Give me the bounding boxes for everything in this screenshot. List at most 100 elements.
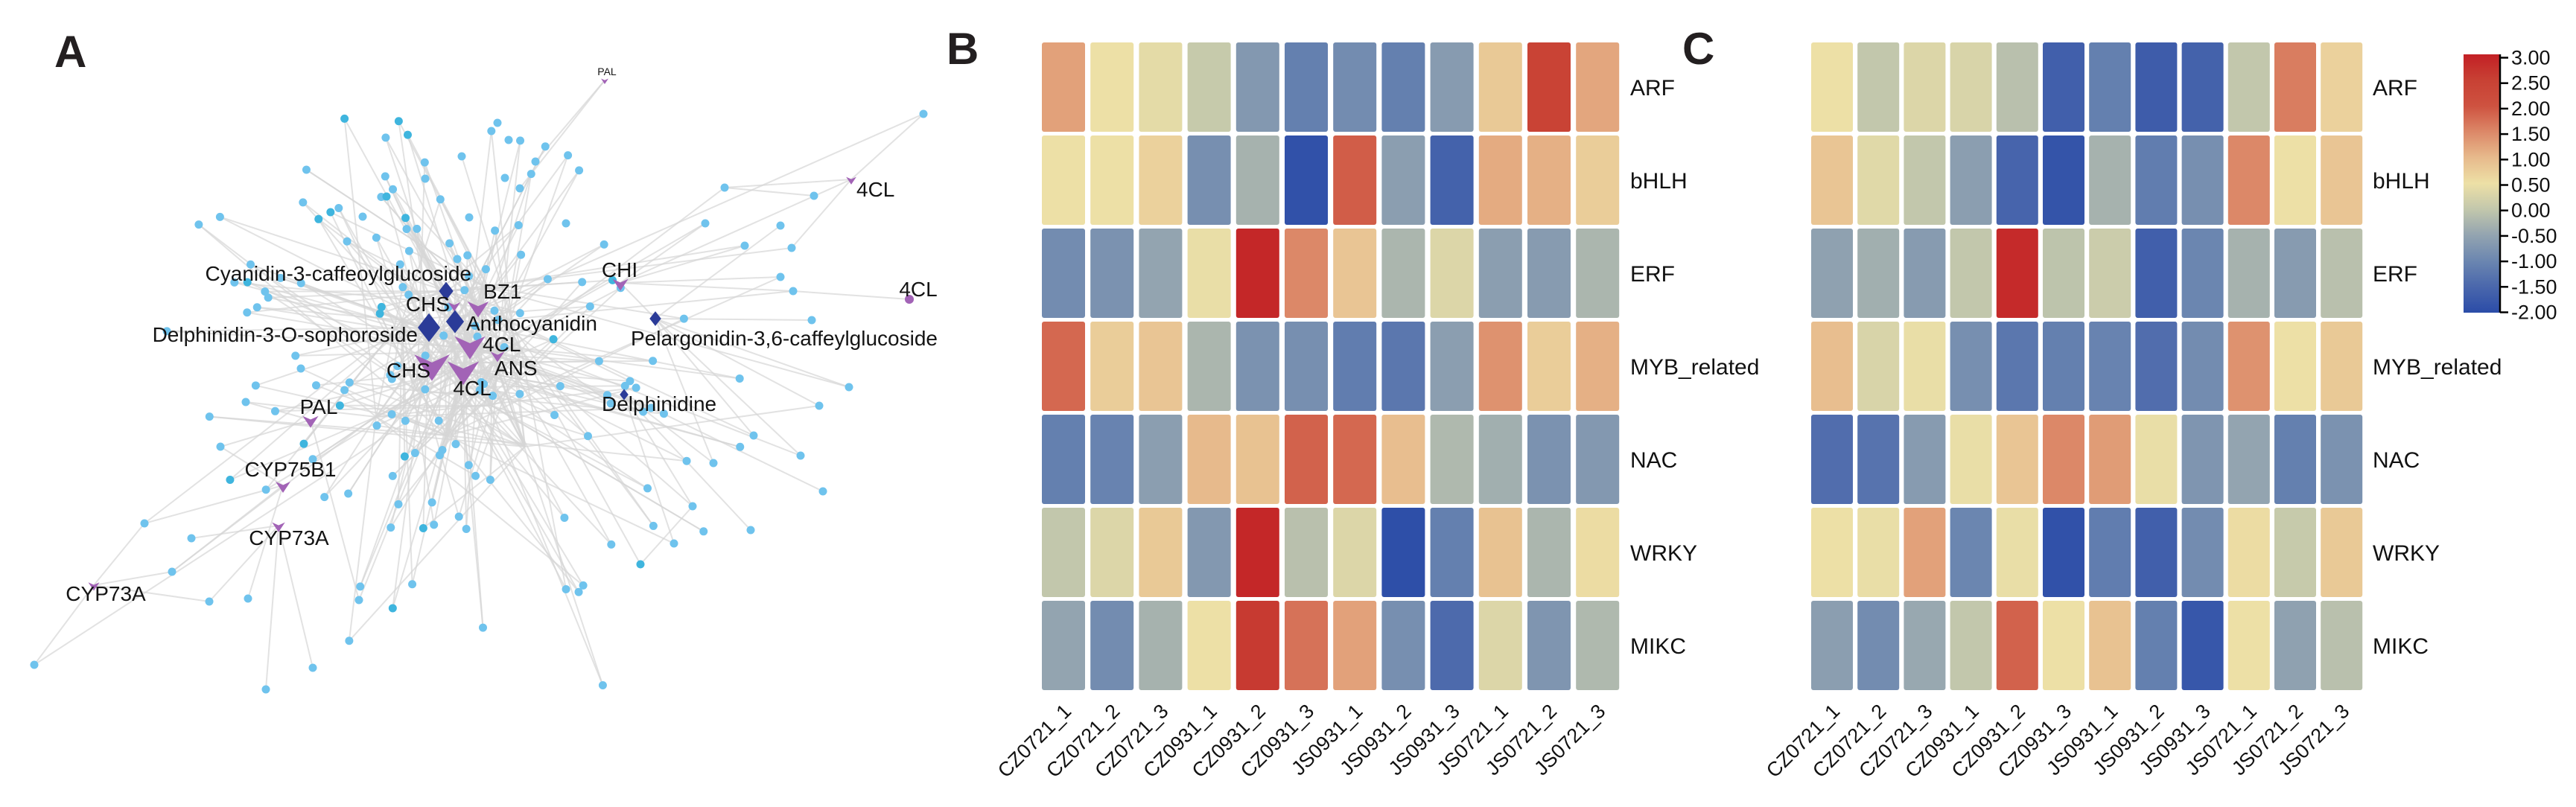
network-edge (300, 368, 448, 436)
transcript-node (343, 237, 352, 246)
heatmap-b-cell (1285, 135, 1328, 225)
heatmap-b-cell (1478, 229, 1522, 318)
network-edge (264, 290, 447, 293)
heatmap-b-cell (1576, 508, 1620, 597)
heatmap-b-cell (1139, 601, 1183, 690)
heatmap-c-cell (2135, 508, 2178, 597)
transcript-node (516, 136, 525, 145)
network-edge (93, 571, 173, 586)
network-edge (343, 389, 377, 418)
network-edge (265, 525, 279, 690)
transcript-node (400, 452, 409, 461)
heatmap-c-cell (2321, 229, 2363, 318)
transcript-node (500, 342, 509, 351)
network-edge (655, 318, 801, 456)
gene-node-icon (904, 294, 915, 304)
transcript-node (471, 471, 480, 480)
heatmap-c-cell (2089, 322, 2131, 411)
transcript-node (465, 272, 474, 281)
network-edge (623, 394, 693, 507)
transcript-node (261, 685, 270, 694)
transcript-node (796, 451, 805, 460)
network-edge (491, 305, 591, 406)
network-edge (491, 255, 522, 406)
transcript-node (491, 226, 500, 235)
network-edge (265, 369, 464, 491)
transcript-node (607, 540, 616, 549)
transcript-node (527, 170, 535, 179)
transcript-node (340, 386, 349, 395)
transcript-node (585, 302, 594, 311)
colorbar-tick-label: -1.00 (2511, 250, 2557, 272)
network-node-label: CYP73A (66, 582, 146, 605)
heatmap-c-cell (2089, 135, 2131, 225)
transcript-node (388, 604, 397, 613)
heatmap-c-cell (1950, 229, 1992, 318)
network-edge (461, 156, 522, 351)
network-edge (247, 281, 433, 364)
network-edge (385, 137, 479, 307)
gene-node-icon (454, 336, 486, 360)
network-edge (445, 290, 565, 518)
row-label-bhlh: bHLH (2373, 169, 2430, 194)
transcript-node (241, 398, 250, 406)
transcript-node (480, 380, 489, 389)
transcript-node (216, 442, 225, 451)
heatmap-b-cell (1187, 229, 1231, 318)
network-edge (655, 318, 812, 321)
transcript-node (584, 432, 593, 441)
heatmap-c-cell (2043, 229, 2084, 318)
network-edge (337, 207, 403, 321)
heatmap-b-cell (1187, 322, 1231, 411)
network-edge (249, 264, 526, 447)
heatmap-b-cell (1090, 601, 1134, 690)
heatmap-c-cell (1904, 415, 1946, 504)
transcript-node (194, 220, 203, 229)
transcript-node (340, 114, 349, 123)
transcript-node (251, 381, 260, 390)
transcript-node (403, 130, 412, 139)
metabolite-node-icon (620, 389, 629, 401)
heatmap-c-cell (2321, 508, 2363, 597)
transcript-node (515, 389, 524, 398)
heatmap-c-cell (2181, 322, 2224, 411)
heatmap-c-cell (1857, 322, 1900, 411)
transcript-node (632, 383, 640, 392)
heatmap-c-cell (2227, 135, 2270, 225)
transcript-node (749, 431, 758, 440)
transcript-node (299, 198, 308, 207)
heatmap-b-cell (1235, 601, 1279, 690)
heatmap-b-cell (1430, 229, 1474, 318)
transcript-node (395, 260, 404, 269)
gene-node-icon (276, 482, 290, 493)
transcript-node (381, 172, 389, 181)
network-edge (144, 485, 284, 524)
network-edge (655, 225, 781, 319)
network-edge (431, 360, 653, 364)
heatmap-c-cell (1996, 508, 2038, 597)
heatmap-c-cell (1811, 229, 1853, 318)
heatmap-b-cell (1430, 42, 1474, 132)
transcript-node (421, 351, 430, 360)
network-node-label: 4CL (483, 333, 521, 356)
heatmap-c-cell (2181, 415, 2224, 504)
transcript-node (649, 521, 658, 530)
heatmap-b-cell (1333, 508, 1377, 597)
row-label-myb_related: MYB_related (1630, 355, 1759, 380)
heatmap-b-cell (1187, 42, 1231, 132)
heatmap-c-cell (2227, 229, 2270, 318)
transcript-node (688, 502, 697, 511)
heatmap-b-cell (1333, 322, 1377, 411)
network-edge (198, 223, 418, 392)
network-edge (392, 188, 485, 287)
heatmap-b-cell (1187, 508, 1231, 597)
network-edge (359, 286, 485, 587)
network-edge (191, 525, 279, 539)
row-label-bhlh: bHLH (1630, 169, 1688, 194)
transcript-node (434, 416, 443, 425)
transcript-node (514, 221, 523, 230)
transcript-node (489, 392, 497, 401)
network-node-label: Cyanidin-3-caffeoylglucoside (206, 262, 471, 285)
panel-b-label: B (947, 24, 979, 74)
